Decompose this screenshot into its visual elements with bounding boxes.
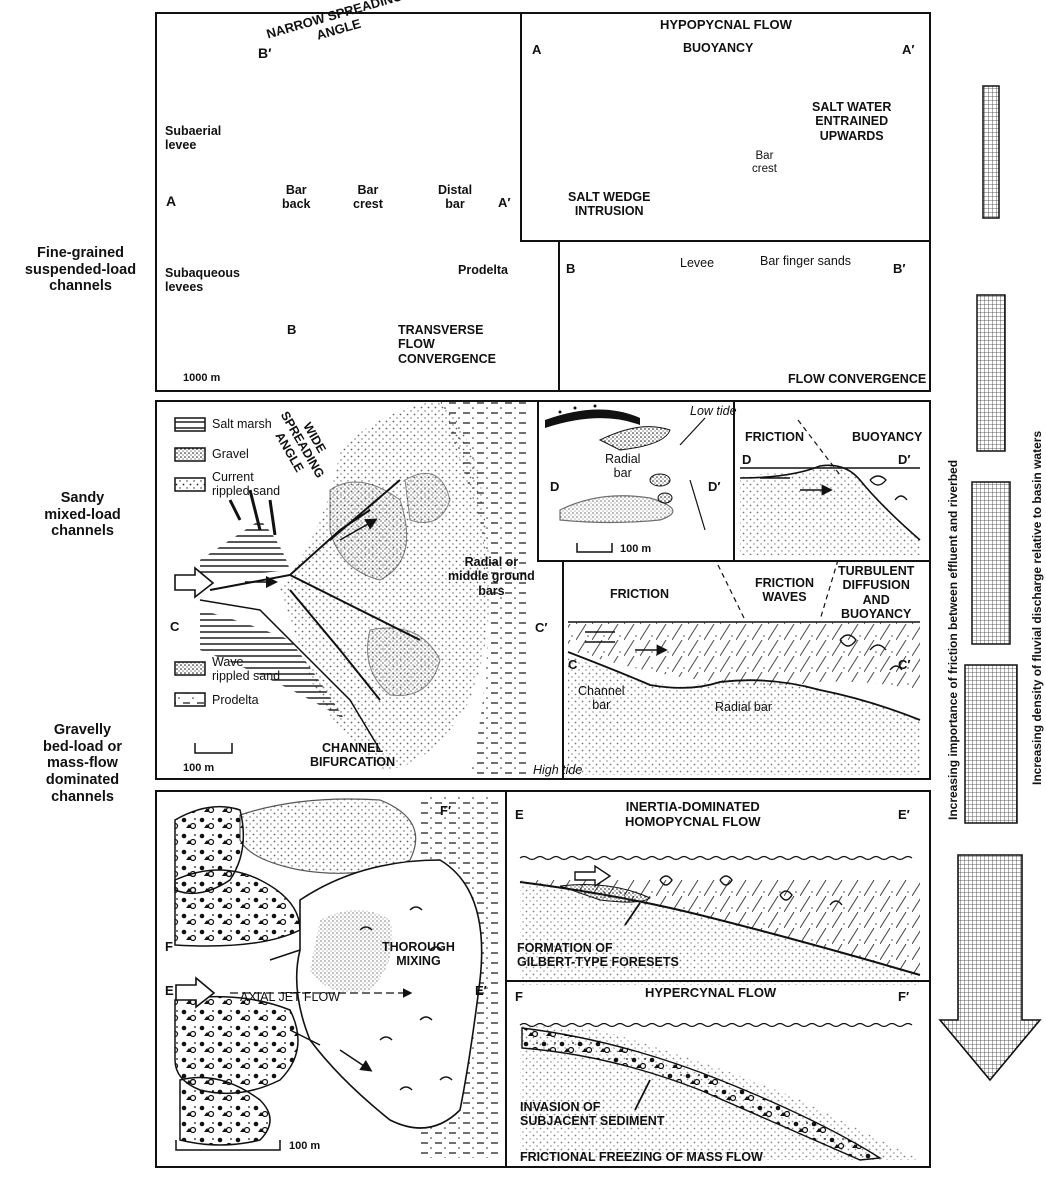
p2sc-c: C [568,658,577,673]
p3-axial: AXIAL JET FLOW [240,990,340,1004]
p3f-f-prime: F′ [898,990,909,1005]
p1b-b: B [566,262,575,277]
p1a-title: HYPOPYCNAL FLOW [660,18,792,33]
panel1-section-b [558,240,931,392]
legend-current-sand: Current rippled sand [212,470,280,499]
p2-bifurcation: CHANNEL BIFURCATION [310,741,395,770]
p3f-freezing: FRICTIONAL FREEZING OF MASS FLOW [520,1150,763,1164]
p1-distal: Distal bar [438,183,472,212]
p1a-salt-wedge: SALT WEDGE INTRUSION [568,190,650,219]
axis-label-friction: Increasing importance of friction betwee… [946,460,960,820]
p2d-d-prime: D′ [708,480,721,495]
p2sd-d: D [742,453,751,468]
p2sc-radial-bar: Radial bar [715,700,772,714]
p1-b: B [287,323,296,338]
p2sd-friction: FRICTION [745,430,804,444]
p1a-salt-water: SALT WATER ENTRAINED UPWARDS [812,100,891,143]
p2-high-tide: High tide [533,763,582,777]
p1-subaerial: Subaerial levee [165,124,221,153]
p2sc-friction-waves: FRICTION WAVES [755,576,814,605]
p1-bar-crest: Bar crest [353,183,383,212]
p3-thorough: THOROUGH MIXING [382,940,455,969]
p2d-low-tide: Low tide [690,404,737,418]
p3f-invasion: INVASION OF SUBJACENT SEDIMENT [520,1100,664,1129]
p3f-f: F [515,990,523,1005]
side-label-gravelly: Gravelly bed-load or mass-flow dominated… [20,722,145,805]
p3e-formation: FORMATION OF GILBERT-TYPE FORESETS [517,941,679,970]
p2sd-buoyancy: BUOYANCY [852,430,922,444]
p2sd-d-prime: D′ [898,453,911,468]
p2-radial: Radial or middle ground bars [448,555,535,598]
p1a-bar-crest: Bar crest [752,150,777,176]
legend-salt-marsh: Salt marsh [212,417,272,431]
p1b-b-prime: B′ [893,262,906,277]
panel2-inset-d [537,400,735,562]
axis-label-density: Increasing density of fluvial discharge … [1030,431,1044,785]
p1b-levee: Levee [680,256,714,270]
p1-prodelta: Prodelta [458,263,508,277]
p1-bar-back: Bar back [282,183,311,212]
p1-scale: 1000 m [183,372,220,385]
p3-f: F [165,940,173,955]
p2sc-channel-bar: Channel bar [578,684,625,713]
p1-a: A [166,193,176,209]
p2d-radial-bar: Radial bar [605,452,640,481]
p1b-flow-conv: FLOW CONVERGENCE [788,372,926,386]
p2-c: C [170,620,179,635]
legend-gravel: Gravel [212,447,249,461]
p1-transverse: TRANSVERSE FLOW CONVERGENCE [398,323,496,366]
legend-prodelta: Prodelta [212,693,259,707]
p3e-title: INERTIA-DOMINATED HOMOPYCNAL FLOW [625,800,761,830]
p2-scale: 100 m [183,762,214,775]
p1a-buoyancy: BUOYANCY [683,41,753,55]
p2d-scale: 100 m [620,543,651,556]
p3-f-prime: F′ [440,804,451,819]
p2sc-turbulent: TURBULENT DIFFUSION AND BUOYANCY [838,564,914,622]
p3f-title: HYPERCYNAL FLOW [645,986,776,1001]
legend-wave-sand: Wave rippled sand [212,655,280,684]
p1a-a-prime: A′ [902,43,915,58]
p1-a-prime: A′ [498,196,511,211]
p1a-a: A [532,43,541,58]
p1b-bar-finger: Bar finger sands [760,254,851,268]
p2-c-prime: C′ [535,621,548,636]
p1-subaqueous: Subaqueous levees [165,266,240,295]
panel3-section-f [505,980,931,1168]
p3e-e-prime: E′ [898,808,910,823]
p3e-e: E [515,808,524,823]
p3-e-prime: E′ [475,984,487,999]
side-label-fine: Fine-grained suspended-load channels [8,245,153,295]
side-label-sandy: Sandy mixed-load channels [20,490,145,540]
p2sc-c-prime: C′ [898,658,911,673]
p3-e: E [165,984,174,999]
p3-scale: 100 m [289,1140,320,1153]
p2d-d: D [550,480,559,495]
panel2-section-d [733,400,931,560]
p1-b-prime: B′ [258,45,271,61]
p2sc-friction: FRICTION [610,587,669,601]
